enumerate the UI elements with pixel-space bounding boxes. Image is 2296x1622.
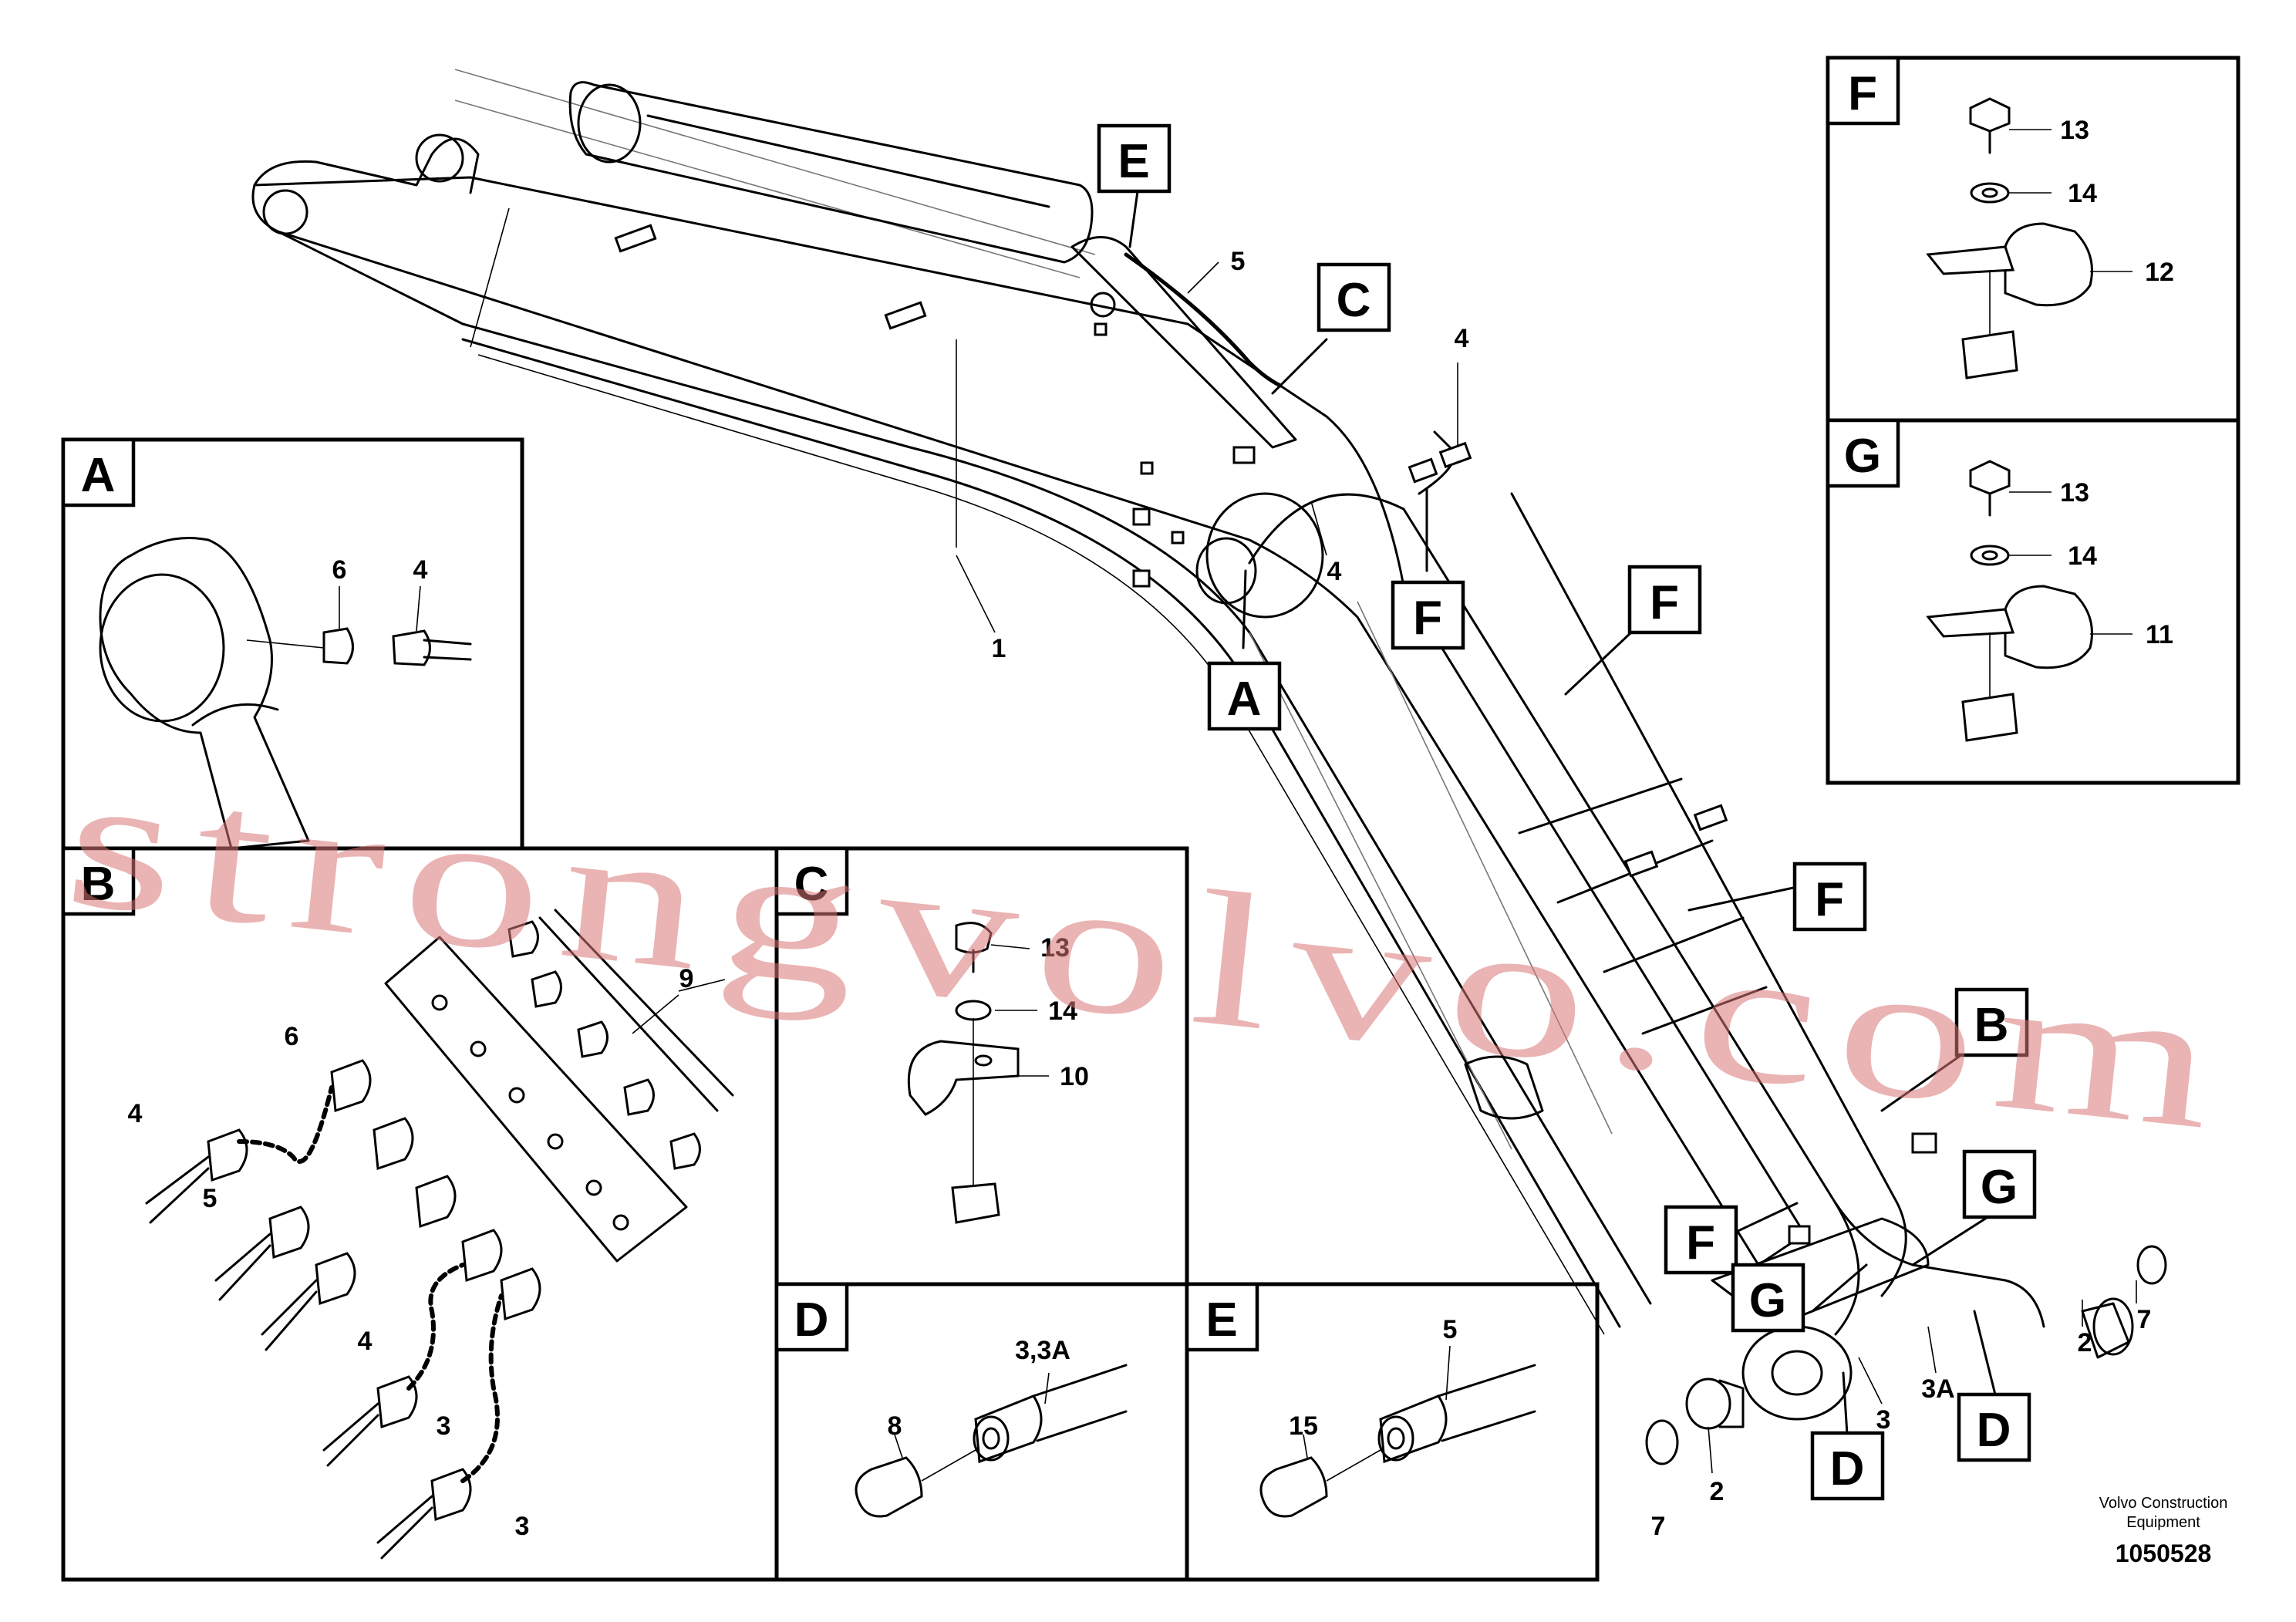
svg-text:13: 13 bbox=[2060, 116, 2089, 145]
view-C-panel: C 13 14 10 bbox=[774, 846, 1189, 1286]
svg-text:4: 4 bbox=[1327, 557, 1342, 586]
svg-text:14: 14 bbox=[1048, 996, 1077, 1026]
svg-text:D: D bbox=[1830, 1442, 1865, 1496]
svg-text:6: 6 bbox=[332, 555, 347, 585]
view-G-tag[interactable]: G bbox=[1826, 418, 1900, 488]
callout-G-1[interactable]: G bbox=[1962, 1149, 2037, 1219]
svg-text:3: 3 bbox=[1876, 1405, 1891, 1435]
callout-F-1[interactable]: F bbox=[1391, 580, 1465, 650]
view-B-panel: B bbox=[61, 846, 779, 1582]
watermark: strongvolvo.com bbox=[57, 732, 2243, 1172]
svg-text:1: 1 bbox=[992, 634, 1006, 663]
main-item-numbers: 1 5 4 4 2 2 7 7 3 3A bbox=[992, 247, 2152, 1541]
svg-text:2: 2 bbox=[2078, 1328, 2092, 1357]
svg-text:3A: 3A bbox=[1921, 1374, 1954, 1404]
svg-text:4: 4 bbox=[413, 555, 428, 585]
svg-text:F: F bbox=[1815, 873, 1844, 926]
svg-text:5: 5 bbox=[203, 1184, 217, 1213]
svg-text:3: 3 bbox=[515, 1512, 530, 1541]
svg-text:B: B bbox=[81, 858, 116, 911]
svg-text:C: C bbox=[1337, 274, 1371, 327]
svg-text:7: 7 bbox=[2137, 1305, 2152, 1334]
svg-text:13: 13 bbox=[2060, 478, 2089, 508]
document-number: 1050528 bbox=[2116, 1539, 2212, 1567]
svg-text:2: 2 bbox=[1710, 1477, 1725, 1506]
company-name-2: Equipment bbox=[2126, 1514, 2200, 1531]
callout-F-4[interactable]: F bbox=[1664, 1205, 1738, 1275]
svg-text:7: 7 bbox=[1651, 1512, 1666, 1541]
svg-text:8: 8 bbox=[888, 1411, 902, 1441]
svg-text:E: E bbox=[1118, 135, 1149, 188]
svg-text:9: 9 bbox=[679, 964, 694, 993]
svg-text:D: D bbox=[794, 1293, 829, 1347]
view-C-tag[interactable]: C bbox=[774, 846, 849, 916]
callout-F-3[interactable]: F bbox=[1792, 862, 1867, 932]
svg-text:4: 4 bbox=[358, 1327, 373, 1356]
main-leaders bbox=[956, 190, 2137, 1474]
svg-text:G: G bbox=[1749, 1274, 1786, 1327]
svg-text:3,3A: 3,3A bbox=[1015, 1336, 1070, 1365]
svg-text:5: 5 bbox=[1443, 1315, 1458, 1344]
view-E-tag[interactable]: E bbox=[1185, 1282, 1259, 1352]
svg-text:F: F bbox=[1686, 1216, 1715, 1270]
view-D-panel: D 3,3A 8 bbox=[774, 1282, 1189, 1582]
svg-text:F: F bbox=[1413, 592, 1442, 645]
svg-text:A: A bbox=[81, 449, 116, 502]
view-E-panel: E 5 15 bbox=[1185, 1282, 1600, 1582]
svg-text:11: 11 bbox=[2146, 620, 2173, 649]
view-D-tag[interactable]: D bbox=[774, 1282, 849, 1352]
callout-B[interactable]: B bbox=[1954, 987, 2029, 1057]
svg-text:F: F bbox=[1848, 67, 1877, 120]
svg-text:B: B bbox=[1974, 999, 2009, 1052]
callout-C[interactable]: C bbox=[1317, 262, 1391, 332]
svg-text:4: 4 bbox=[1455, 324, 1469, 353]
view-F-tag[interactable]: F bbox=[1826, 56, 1900, 126]
svg-text:4: 4 bbox=[128, 1099, 143, 1128]
callout-F-2[interactable]: F bbox=[1627, 565, 1702, 635]
svg-text:14: 14 bbox=[2068, 179, 2097, 208]
view-B-tag[interactable]: B bbox=[61, 846, 136, 916]
svg-text:E: E bbox=[1205, 1293, 1237, 1347]
view-F-panel: F 13 14 12 bbox=[1826, 56, 2240, 423]
company-name: Volvo Construction bbox=[2099, 1495, 2228, 1512]
svg-text:G: G bbox=[1981, 1161, 2018, 1214]
svg-text:G: G bbox=[1844, 430, 1881, 483]
callout-G-2[interactable]: G bbox=[1731, 1263, 1805, 1333]
svg-text:13: 13 bbox=[1040, 933, 1070, 963]
svg-text:A: A bbox=[1227, 673, 1262, 726]
svg-text:C: C bbox=[794, 858, 829, 911]
view-G-panel: G 13 14 11 bbox=[1826, 418, 2240, 785]
view-A-tag[interactable]: A bbox=[61, 437, 136, 508]
svg-text:5: 5 bbox=[1231, 247, 1246, 276]
svg-text:12: 12 bbox=[2145, 258, 2174, 287]
svg-text:D: D bbox=[1977, 1404, 2011, 1457]
boom-assembly bbox=[251, 69, 2167, 1465]
footer-credits: Volvo Construction Equipment 1050528 bbox=[2099, 1495, 2228, 1567]
svg-text:15: 15 bbox=[1289, 1411, 1318, 1441]
svg-text:F: F bbox=[1650, 576, 1679, 629]
callout-E[interactable]: E bbox=[1097, 123, 1172, 194]
svg-text:14: 14 bbox=[2068, 541, 2097, 571]
svg-text:3: 3 bbox=[437, 1411, 451, 1441]
callout-A[interactable]: A bbox=[1207, 661, 1282, 731]
callout-D-2[interactable]: D bbox=[1810, 1431, 1885, 1501]
boom-cylinder bbox=[454, 69, 1096, 278]
svg-text:6: 6 bbox=[285, 1022, 299, 1051]
callout-D-1[interactable]: D bbox=[1957, 1392, 2031, 1462]
svg-text:10: 10 bbox=[1060, 1062, 1089, 1091]
